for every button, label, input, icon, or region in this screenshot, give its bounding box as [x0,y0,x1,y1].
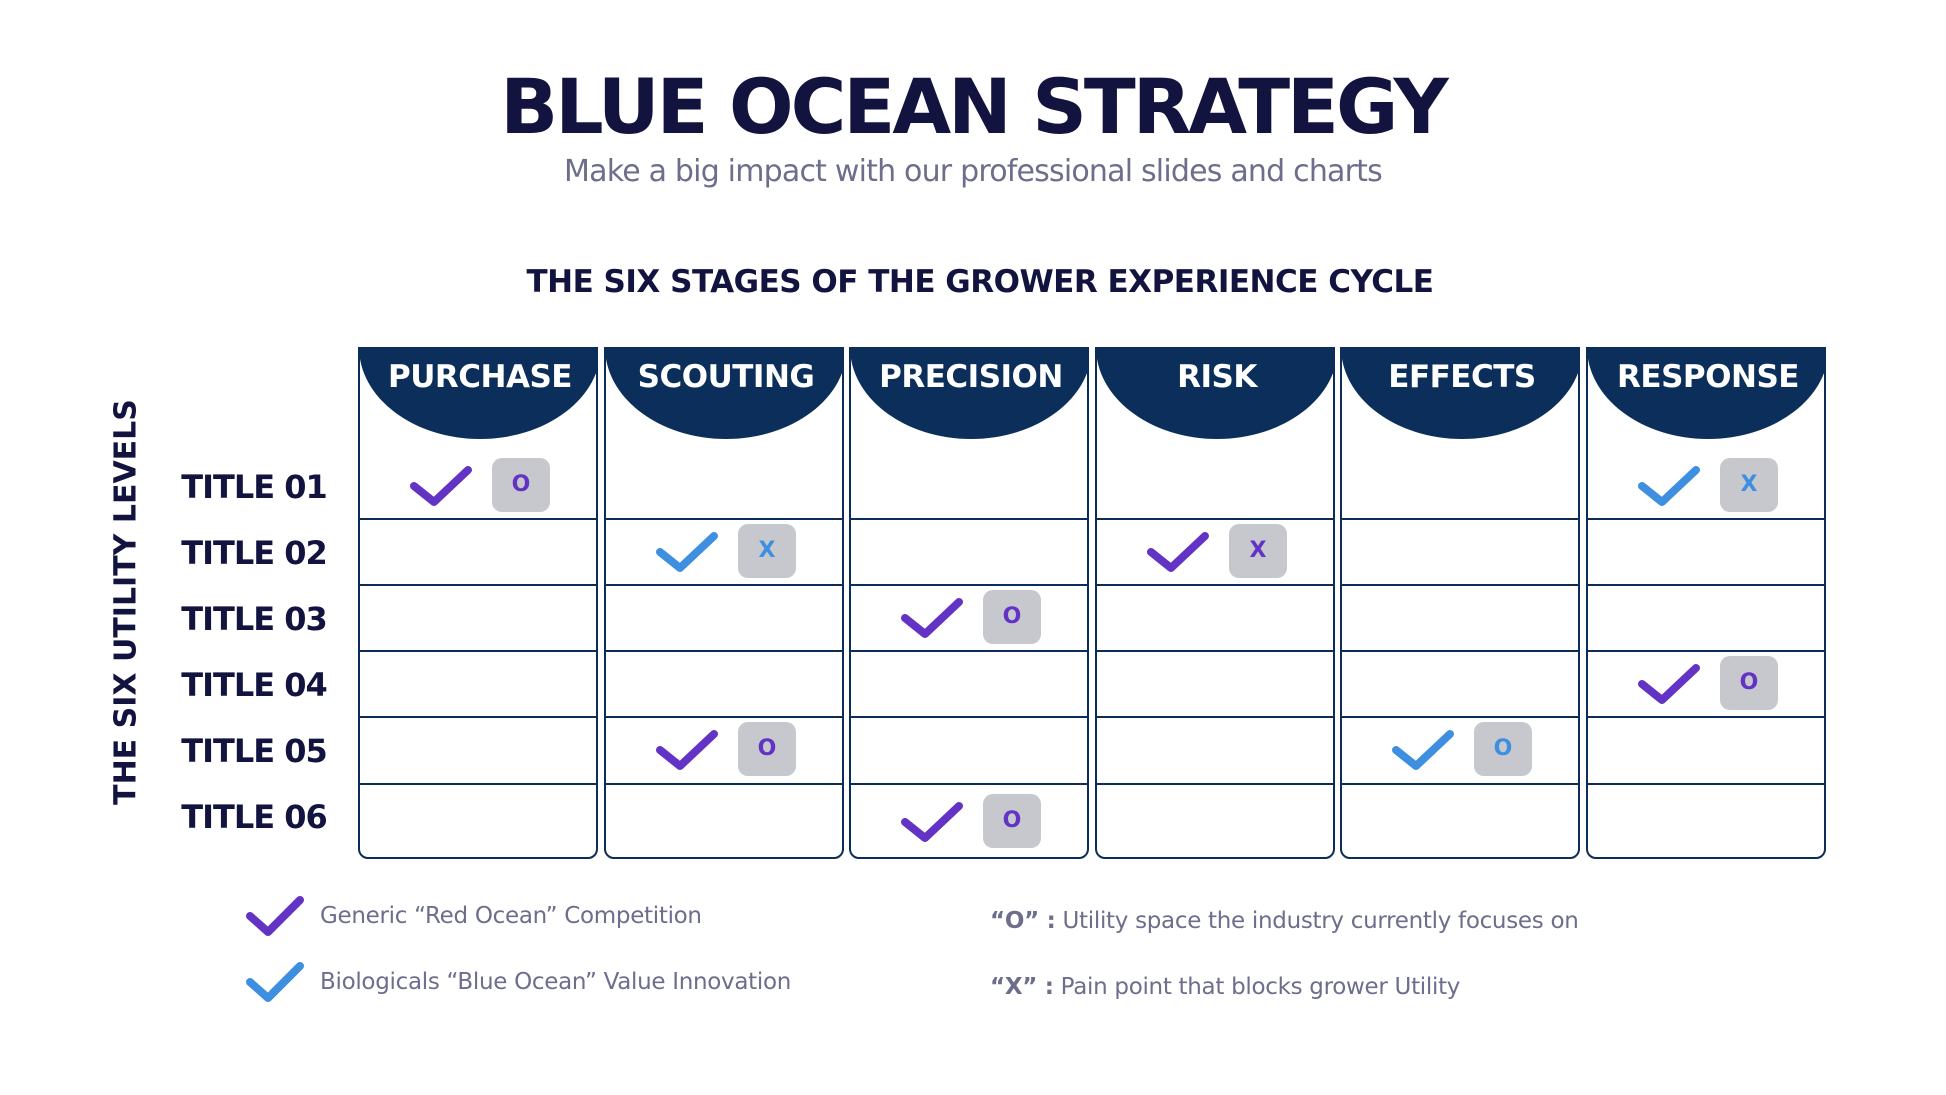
symbol-badge: O [738,722,796,776]
column-purchase: PURCHASE [358,347,598,859]
row-divider [360,783,596,785]
symbol-badge: O [1474,722,1532,776]
row-divider [851,650,1087,652]
check-icon-purple [901,598,963,638]
page-title: BLUE OCEAN STRATEGY [500,62,1448,151]
check-icon-purple [1147,532,1209,572]
matrix-entry: O [1636,656,1786,714]
column-response: RESPONSE [1586,347,1826,859]
check-icon-blue [246,962,304,1002]
row-divider [1588,783,1824,785]
symbol-badge: O [983,793,1041,848]
row-divider [1097,518,1333,520]
row-divider [360,518,596,520]
matrix-entry: O [899,590,1049,648]
row-divider [851,584,1087,586]
column-header-label: PRECISION [879,359,1063,395]
row-divider [606,716,842,718]
row-divider [360,584,596,586]
matrix-entry: O [899,793,1049,852]
column-header: RESPONSE [1588,349,1824,439]
check-icon-purple [656,730,718,770]
symbol-badge: O [1720,656,1778,710]
row-divider [360,650,596,652]
symbol-badge: X [1720,458,1778,512]
row-divider [1342,650,1578,652]
row-divider [851,783,1087,785]
check-icon-purple [1638,664,1700,704]
check-icon-purple [246,896,304,936]
column-precision: PRECISION [849,347,1089,859]
column-header: PURCHASE [360,349,596,439]
row-divider [606,584,842,586]
matrix-entry: O [654,722,804,780]
matrix-entry: X [654,524,804,582]
row-label: TITLE 01 [181,468,327,506]
row-divider [1588,650,1824,652]
row-divider [1097,584,1333,586]
row-divider [1097,783,1333,785]
column-header: EFFECTS [1342,349,1578,439]
legend-key-label: Utility space the industry currently foc… [1055,908,1579,934]
legend-key: “X” : [990,974,1054,1000]
symbol-badge: X [738,524,796,578]
row-divider [606,783,842,785]
row-divider [851,716,1087,718]
row-axis-title: THE SIX UTILITY LEVELS [108,399,144,805]
column-header: PRECISION [851,349,1087,439]
row-label: TITLE 04 [181,666,327,704]
column-header: SCOUTING [606,349,842,439]
column-header-label: RISK [1177,359,1257,395]
legend-o-key: “O” : Utility space the industry current… [990,903,1579,939]
matrix-entry: O [408,458,558,516]
check-icon-blue [1392,730,1454,770]
row-label: TITLE 05 [181,732,327,770]
row-divider [1342,783,1578,785]
row-divider [1342,518,1578,520]
row-divider [1097,716,1333,718]
row-divider [1342,584,1578,586]
matrix-entry: O [1390,722,1540,780]
check-icon-blue [1638,466,1700,506]
column-header-label: PURCHASE [388,359,572,395]
row-divider [851,518,1087,520]
matrix-entry: X [1636,458,1786,516]
symbol-badge: X [1229,524,1287,578]
page-subtitle: Make a big impact with our professional … [564,154,1383,189]
row-divider [606,518,842,520]
column-header-label: EFFECTS [1388,359,1536,395]
row-divider [1588,518,1824,520]
row-divider [606,650,842,652]
legend-key-label: Pain point that blocks grower Utility [1053,974,1461,1000]
legend-label: Biologicals “Blue Ocean” Value Innovatio… [320,969,792,995]
row-label: TITLE 02 [181,534,327,572]
column-risk: RISK [1095,347,1335,859]
column-effects: EFFECTS [1340,347,1580,859]
column-header-label: RESPONSE [1617,359,1799,395]
check-icon-purple [410,466,472,506]
symbol-badge: O [983,590,1041,644]
symbol-badge: O [492,458,550,512]
row-divider [1588,716,1824,718]
row-label: TITLE 03 [181,600,327,638]
legend-key: “O” : [990,908,1056,934]
row-divider [1097,650,1333,652]
legend-label: Generic “Red Ocean” Competition [320,903,702,929]
column-header-label: SCOUTING [637,359,815,395]
row-divider [1342,716,1578,718]
column-header: RISK [1097,349,1333,439]
matrix-entry: X [1145,524,1295,582]
row-divider [1588,584,1824,586]
row-divider [360,716,596,718]
check-icon-blue [656,532,718,572]
column-scouting: SCOUTING [604,347,844,859]
row-label: TITLE 06 [181,798,327,836]
check-icon-purple [901,801,963,842]
legend-x-key: “X” : Pain point that blocks grower Util… [990,969,1460,1005]
matrix-title: THE SIX STAGES OF THE GROWER EXPERIENCE … [526,264,1435,300]
